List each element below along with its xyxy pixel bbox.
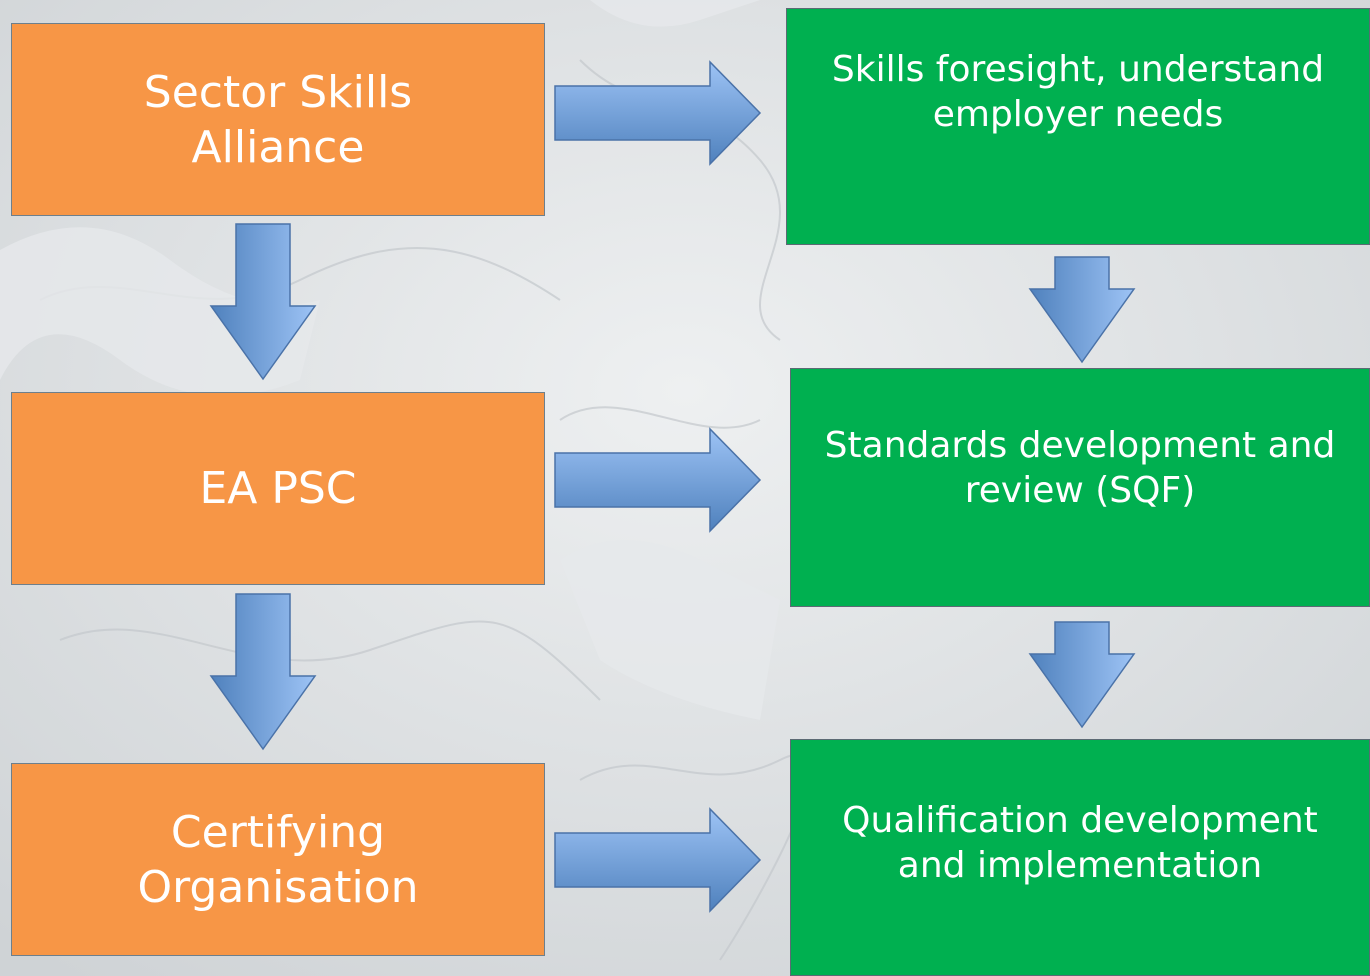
box-label-line: Skills foresight, understand	[831, 48, 1325, 90]
ea-psc-box: EA PSC	[11, 392, 545, 585]
box-label-line: Standards development and	[824, 424, 1336, 466]
arrow-down-icon	[209, 223, 317, 381]
arrow-right-icon	[554, 807, 762, 913]
standards-development-box: Standards development and review (SQF)	[790, 368, 1370, 607]
arrow-down-icon	[1028, 621, 1136, 729]
certifying-organisation-box: Certifying Organisation	[11, 763, 545, 956]
qualification-development-box: Qualification development and implementa…	[790, 739, 1370, 976]
arrow-right-icon	[554, 60, 762, 166]
box-label-line: EA PSC	[199, 463, 357, 514]
box-label-line: Sector Skills	[143, 66, 413, 118]
box-label-line: Organisation	[137, 861, 419, 913]
box-label-line: employer needs	[932, 93, 1224, 135]
box-label-line: Certifying	[170, 806, 386, 858]
box-label-line: review (SQF)	[964, 469, 1196, 511]
box-label-line: Qualification development	[842, 799, 1318, 841]
arrow-right-icon	[554, 427, 762, 533]
skills-foresight-box: Skills foresight, understand employer ne…	[786, 8, 1370, 245]
box-label-line: Alliance	[191, 121, 365, 173]
box-label-line: and implementation	[897, 844, 1263, 886]
arrow-down-icon	[209, 593, 317, 751]
sector-skills-alliance-box: Sector Skills Alliance	[11, 23, 545, 216]
arrow-down-icon	[1028, 256, 1136, 364]
